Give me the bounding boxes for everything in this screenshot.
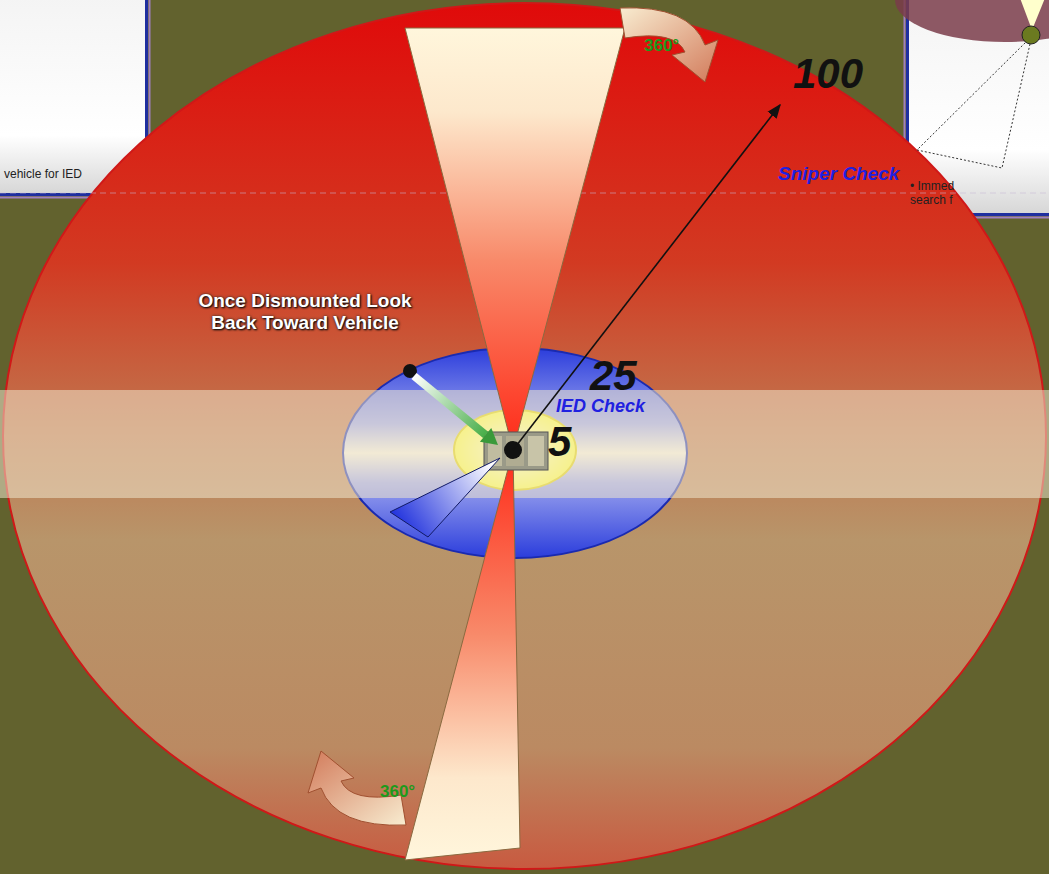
zone-label: Sniper Check: [778, 163, 899, 185]
distance-number: 100: [793, 50, 863, 98]
info-panel: • Immed search f: [906, 0, 1049, 216]
distance-number: 25: [590, 352, 637, 400]
rotation-label: 360°: [380, 782, 415, 802]
distance-number: 5: [548, 418, 571, 466]
panel-outline: [0, 0, 148, 196]
rotation-label: 360°: [644, 36, 679, 56]
instruction-label: Once Dismounted Look Back Toward Vehicle: [185, 290, 425, 334]
info-panel: vehicle for IED: [0, 0, 148, 196]
zone-label: IED Check: [556, 396, 645, 417]
zone-label: vehicle for IED: [4, 168, 82, 182]
ied-zone: 5 25IED Check: [342, 347, 688, 559]
close-zone: 5: [453, 409, 577, 491]
zone-label: • Immed search f: [910, 180, 980, 208]
